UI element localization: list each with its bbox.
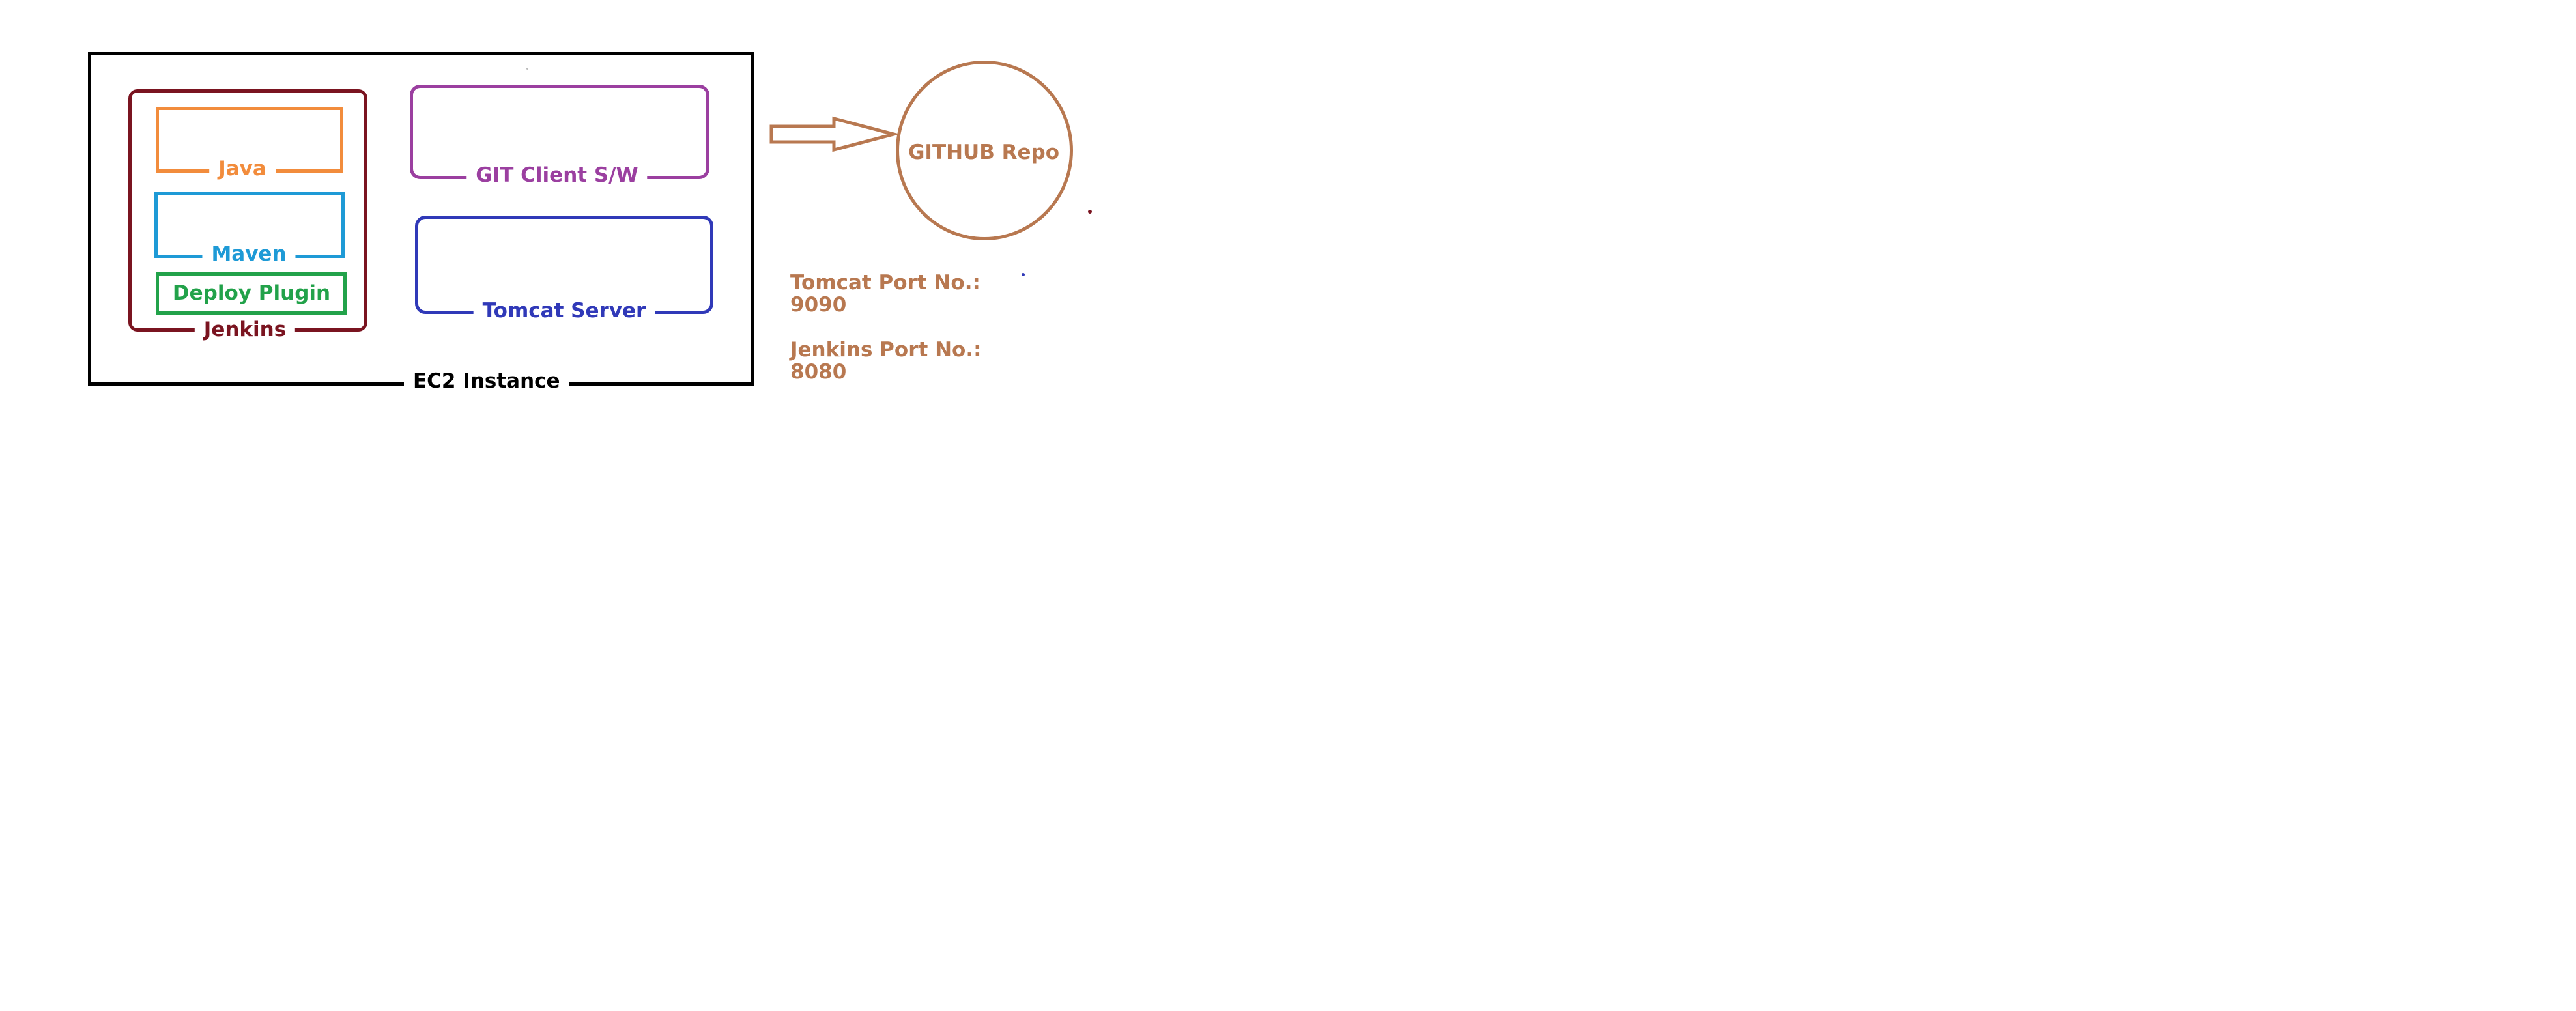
jenkins-port-note: Jenkins Port No.: 8080 <box>790 339 982 383</box>
github-repo-circle <box>896 61 1073 240</box>
arrow-right-icon <box>769 116 900 152</box>
stray-dot-red <box>1088 210 1092 214</box>
java-label: Java <box>209 157 276 180</box>
tomcat-port-value: 9090 <box>790 293 847 317</box>
tomcat-server-label: Tomcat Server <box>473 299 655 322</box>
maven-label: Maven <box>202 242 296 266</box>
tomcat-port-note: Tomcat Port No.: 9090 <box>790 272 980 316</box>
git-client-label: GIT Client S/W <box>466 164 648 187</box>
deploy-plugin-box <box>156 272 347 315</box>
github-repo-label: GITHUB Repo <box>908 141 1060 164</box>
stray-dot-blue <box>1022 273 1025 276</box>
ec2-instance-label: EC2 Instance <box>404 369 569 393</box>
tomcat-port-label: Tomcat Port No.: <box>790 271 980 294</box>
jenkins-port-label: Jenkins Port No.: <box>790 338 982 362</box>
jenkins-port-value: 8080 <box>790 360 847 384</box>
deploy-plugin-label: Deploy Plugin <box>172 281 331 305</box>
stray-dot-grey <box>526 68 528 70</box>
jenkins-label: Jenkins <box>194 318 296 341</box>
